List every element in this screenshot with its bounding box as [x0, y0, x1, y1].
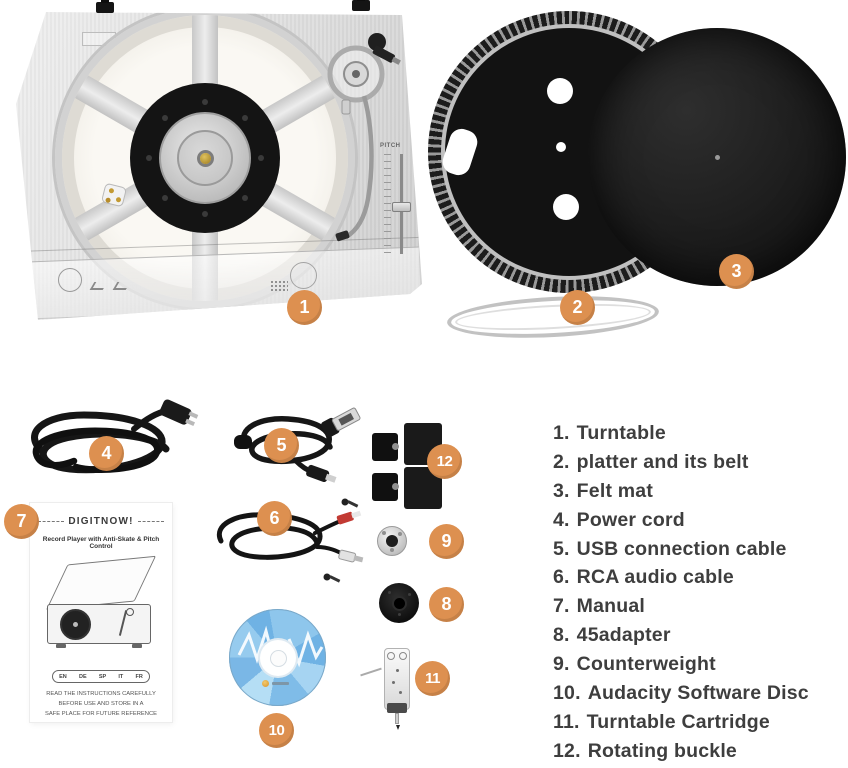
buckle-screw — [392, 483, 399, 490]
language-code: EN — [59, 673, 67, 680]
rca-plug-white-icon — [338, 549, 364, 563]
sketch-dust-cover — [45, 555, 157, 611]
buckle-screw — [392, 443, 399, 450]
sketch-platter — [60, 609, 91, 640]
cartridge-screw — [399, 652, 407, 660]
pitch-scale — [384, 154, 391, 254]
manual-brand: DIGITNOW! — [30, 516, 172, 527]
disc-center-hub — [259, 639, 296, 676]
cartridge-wire — [360, 667, 382, 677]
cartridge-body — [384, 648, 410, 710]
list-item: 11.Turntable Cartridge — [553, 710, 770, 733]
cartridge-detail — [399, 691, 402, 694]
counterweight-photo — [377, 526, 407, 556]
language-code: SP — [98, 673, 107, 680]
speed-button — [58, 268, 82, 292]
manual-turntable-sketch — [45, 555, 157, 658]
list-item: 1.Turntable — [553, 421, 666, 444]
callout-9: 9 — [429, 524, 464, 559]
usb-mini-connector-icon — [306, 464, 337, 483]
parts-list: 1.Turntable 2.platter and its belt 3.Fel… — [553, 419, 843, 766]
sketch-foot — [56, 644, 66, 648]
list-item: 7.Manual — [553, 595, 646, 618]
list-item: 6.RCA audio cable — [553, 566, 734, 589]
callout-11: 11 — [415, 661, 450, 696]
power-plug-icon — [159, 399, 199, 427]
callout-2: 2 — [560, 290, 595, 325]
callout-5: 5 — [264, 428, 299, 463]
cartridge-detail — [392, 681, 395, 684]
front-label-text — [270, 280, 288, 293]
sketch-tonearm-base — [126, 608, 134, 616]
platter-spindle-hole — [556, 142, 566, 152]
rca-plug-red-icon — [336, 510, 362, 525]
list-item: 4.Power cord — [553, 508, 685, 531]
screw-icon — [341, 498, 359, 508]
manual-note: READ THE INSTRUCTIONS CAREFULLY BEFORE U… — [44, 691, 158, 717]
list-item: 12.Rotating buckle — [553, 739, 737, 762]
pitch-label: PITCH — [380, 143, 401, 149]
callout-3: 3 — [719, 254, 754, 289]
drive-belt-photo — [446, 291, 660, 343]
screw-icon — [323, 573, 341, 583]
turntable-hub-ring — [130, 83, 280, 233]
cartridge-detail — [396, 669, 399, 672]
callout-8: 8 — [429, 587, 464, 622]
list-item: 3.Felt mat — [553, 479, 654, 502]
turntable-spindle-hub — [159, 112, 251, 204]
language-code: IT — [118, 673, 124, 680]
cartridge-screw — [387, 652, 395, 660]
list-item: 10.Audacity Software Disc — [553, 681, 809, 704]
felt-mat-photo — [588, 28, 846, 286]
list-item: 2.platter and its belt — [553, 450, 749, 473]
manual-language-pill: EN DE SP IT FR — [52, 670, 150, 683]
list-item: 8.45adapter — [553, 624, 671, 647]
callout-12: 12 — [427, 444, 462, 479]
pitch-slider-knob — [392, 202, 411, 212]
callout-1: 1 — [287, 290, 322, 325]
language-code: FR — [135, 673, 143, 680]
usb-connector-icon — [321, 407, 361, 438]
tonearm-assembly — [327, 33, 401, 242]
callout-4: 4 — [89, 436, 124, 471]
hinge-icon — [352, 0, 370, 11]
turntable-chassis: PITCH — [16, 12, 422, 320]
platter-belt-slot — [439, 125, 481, 179]
list-item: 5.USB connection cable — [553, 537, 787, 560]
front-button — [290, 262, 317, 289]
callout-10: 10 — [259, 713, 294, 748]
turntable-photo: PITCH — [12, 4, 422, 339]
platter-hole — [553, 194, 579, 220]
cartridge-photo — [360, 643, 424, 731]
audacity-logo-icon — [262, 680, 290, 687]
list-item: 9.Counterweight — [553, 653, 716, 676]
platter-hole — [547, 78, 573, 104]
callout-7: 7 — [4, 504, 39, 539]
callout-6: 6 — [257, 501, 292, 536]
software-disc-photo — [229, 609, 326, 706]
power-cord-photo — [31, 399, 199, 474]
sketch-foot — [132, 644, 142, 648]
manual-photo: DIGITNOW! Record Player with Anti-Skate … — [30, 503, 172, 722]
sketch-body — [47, 604, 151, 648]
manual-subtitle: Record Player with Anti-Skate & Pitch Co… — [42, 536, 160, 550]
cartridge-stylus-mount — [387, 703, 407, 713]
hinge-icon — [96, 0, 114, 13]
stylus-icon — [395, 713, 400, 730]
language-code: DE — [78, 673, 87, 680]
45-adapter-photo — [379, 583, 419, 623]
